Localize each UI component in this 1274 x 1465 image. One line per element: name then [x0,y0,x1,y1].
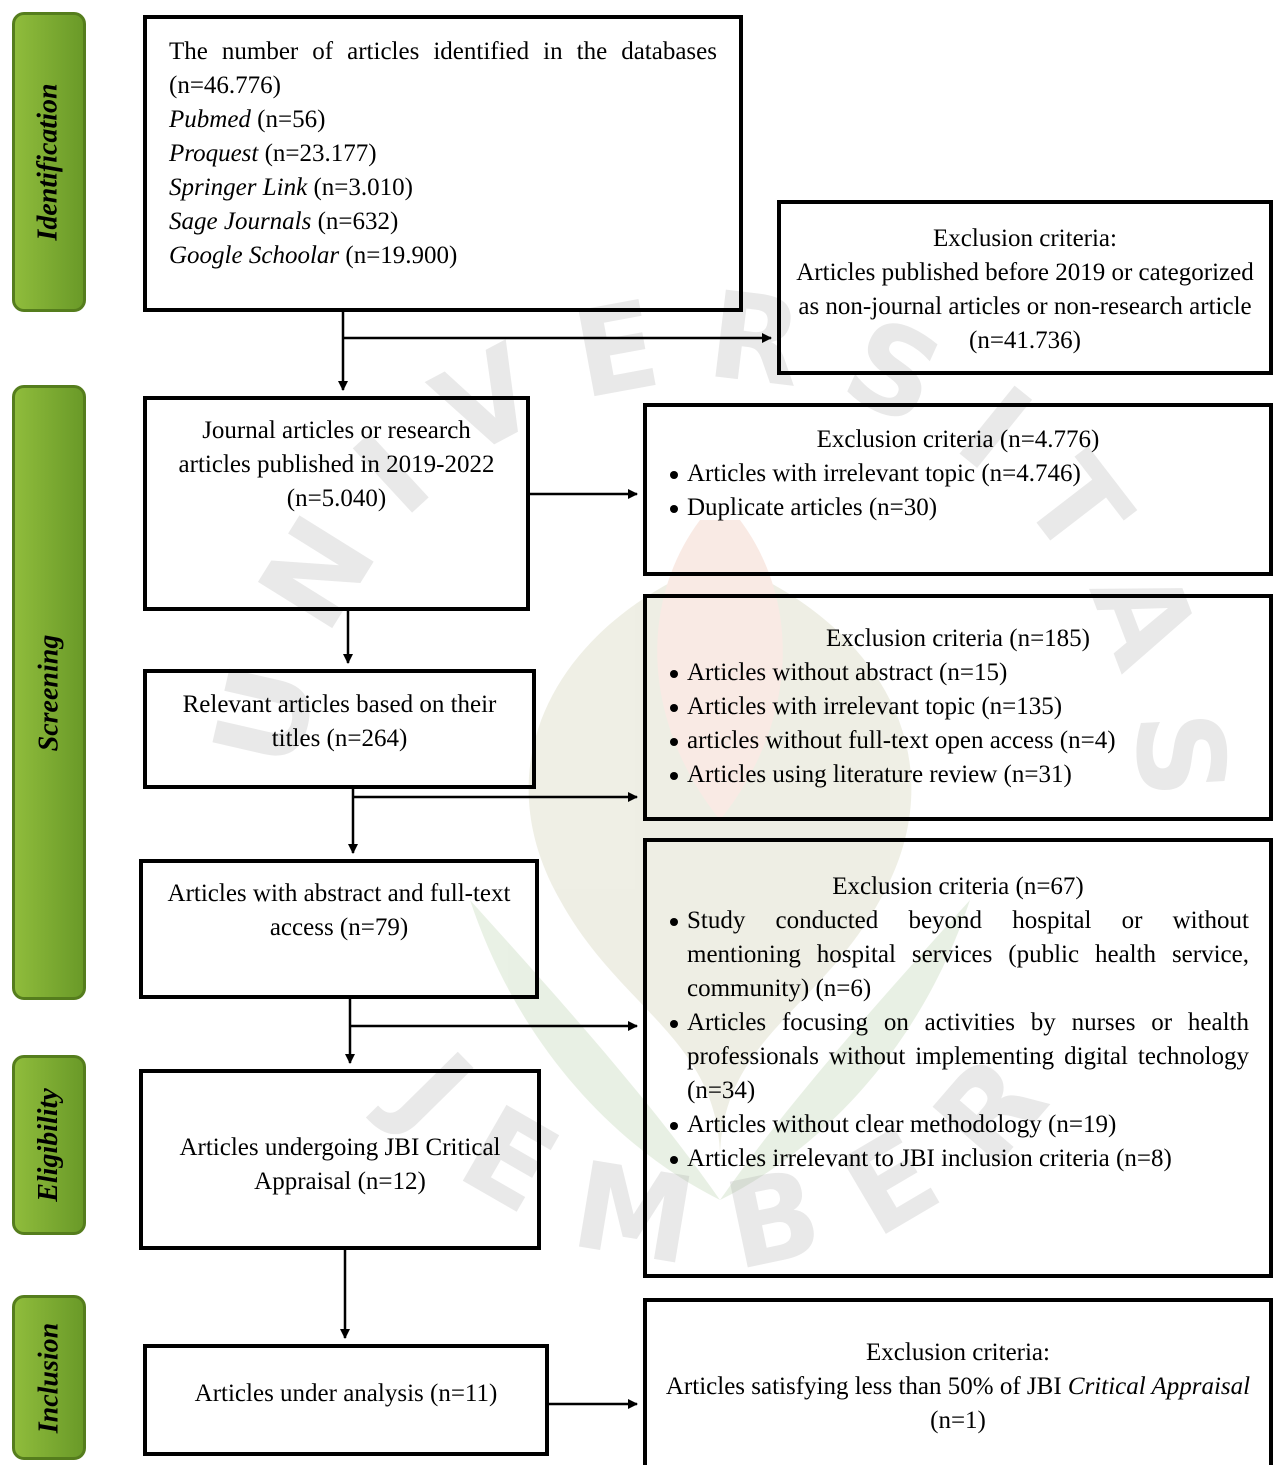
abstract-articles-text: Articles with abstract and full-text acc… [167,880,511,941]
exclusion-box-5: Exclusion criteria: Articles satisfying … [643,1298,1273,1465]
source-sage: Sage Journals (n=632) [169,208,399,235]
appraisal-box: Articles undergoing JBI Critical Apprais… [139,1069,541,1250]
relevant-articles-text: Relevant articles based on their titles … [182,691,497,752]
exclusion-4-item: Articles focusing on activities by nurse… [667,1006,1249,1108]
exclusion-4-title: Exclusion criteria (n=67) [832,873,1084,900]
exclusion-1-title: Exclusion criteria: [933,225,1117,252]
phase-eligibility: Eligibility [12,1055,86,1235]
phase-inclusion: Inclusion [12,1295,86,1460]
exclusion-3-item: articles without full-text open access (… [667,724,1249,758]
exclusion-4-item: Articles without clear methodology (n=19… [667,1108,1249,1142]
phase-identification: Identification [12,12,86,312]
exclusion-2-title: Exclusion criteria (n=4.776) [816,426,1100,453]
source-pubmed: Pubmed (n=56) [169,106,326,133]
exclusion-3-item: Articles with irrelevant topic (n=135) [667,690,1249,724]
exclusion-4-item: Study conducted beyond hospital or witho… [667,904,1249,1006]
journal-articles-text: Journal articles or research articles pu… [178,417,495,512]
journal-articles-box: Journal articles or research articles pu… [143,396,530,611]
exclusion-2-item: Duplicate articles (n=30) [667,491,1249,525]
identified-articles-box: The number of articles identified in the… [143,15,743,312]
abstract-articles-box: Articles with abstract and full-text acc… [139,859,539,999]
exclusion-4-item: Articles irrelevant to JBI inclusion cri… [667,1142,1249,1176]
exclusion-box-4: Exclusion criteria (n=67) Study conducte… [643,838,1273,1278]
identified-total: The number of articles identified in the… [169,38,717,99]
source-google-scholar: Google Schoolar (n=19.900) [169,242,458,269]
exclusion-5-title: Exclusion criteria: [866,1339,1050,1366]
analysis-box: Articles under analysis (n=11) [143,1344,549,1456]
phase-screening: Screening [12,385,86,1000]
exclusion-2-list: Articles with irrelevant topic (n=4.746)… [667,457,1249,525]
relevant-articles-box: Relevant articles based on their titles … [143,669,536,789]
exclusion-box-3: Exclusion criteria (n=185) Articles with… [643,594,1273,821]
exclusion-3-item: Articles without abstract (n=15) [667,656,1249,690]
exclusion-3-title: Exclusion criteria (n=185) [825,625,1090,652]
exclusion-3-item: Articles using literature review (n=31) [667,758,1249,792]
exclusion-5-text: Articles satisfying less than 50% of JBI… [665,1373,1251,1434]
exclusion-3-list: Articles without abstract (n=15) Article… [667,656,1249,792]
exclusion-2-item: Articles with irrelevant topic (n=4.746) [667,457,1249,491]
appraisal-text: Articles undergoing JBI Critical Apprais… [179,1134,501,1195]
exclusion-1-text: Articles published before 2019 or catego… [796,259,1254,354]
exclusion-4-list: Study conducted beyond hospital or witho… [667,904,1249,1176]
source-springer: Springer Link (n=3.010) [169,174,413,201]
exclusion-box-1: Exclusion criteria: Articles published b… [777,200,1273,375]
source-proquest: Proquest (n=23.177) [169,140,377,167]
analysis-text: Articles under analysis (n=11) [194,1380,498,1407]
exclusion-box-2: Exclusion criteria (n=4.776) Articles wi… [643,403,1273,576]
